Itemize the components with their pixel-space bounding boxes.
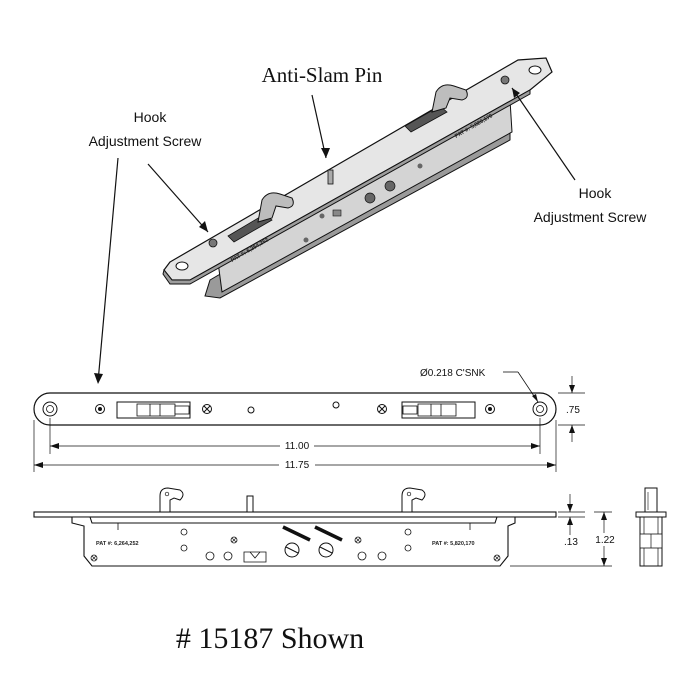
- hook-screw-right-label-line2: Adjustment Screw: [534, 209, 648, 225]
- side-hook-adjust-screw-left: [282, 524, 313, 542]
- iso-hook-right: [431, 84, 468, 113]
- hole-spacing-value: 11.00: [285, 441, 310, 452]
- anti-slam-pin-label: Anti-Slam Pin: [262, 63, 383, 87]
- iso-end-hole-right: [528, 65, 542, 75]
- iso-anti-slam-pin: [327, 169, 334, 185]
- faceplate-hook-slot-right: [401, 401, 476, 419]
- countersink-dimension: Ø0.218 C'SNK: [420, 368, 486, 379]
- hook-screw-left-label-line2: Adjustment Screw: [89, 133, 203, 149]
- product-caption: # 15187 Shown: [176, 622, 364, 655]
- side-patent-left: PAT #: 6,264,252: [96, 541, 139, 547]
- height-dimension: .75: [558, 376, 585, 442]
- faceplate-thickness-value: .13: [564, 537, 578, 548]
- total-depth-value: 1.22: [595, 535, 615, 546]
- side-hook-right: [401, 487, 426, 513]
- isometric-lock-view: PAT #: 6,264,252 PAT #: 5,820,170: [162, 57, 553, 299]
- iso-hook-adjust-screw-right: [500, 75, 510, 85]
- hook-screw-left-label-line1: Hook: [134, 109, 168, 125]
- depth-dimensions: .13 1.22: [510, 494, 618, 567]
- hook-screw-right-leader: [511, 87, 576, 181]
- faceplate-front-view: [33, 392, 557, 426]
- anti-slam-pin-leader: [311, 94, 327, 159]
- hook-screw-left-leader: [147, 163, 209, 233]
- iso-end-hole-left: [175, 261, 189, 271]
- end-view: [635, 487, 667, 567]
- faceplate-height-value: .75: [566, 405, 580, 416]
- side-hook-adjust-screw-right: [314, 524, 345, 542]
- side-anti-slam-pin: [246, 495, 254, 513]
- overall-length-value: 11.75: [285, 460, 310, 471]
- faceplate-end-hole-left: [42, 401, 58, 417]
- iso-hook-adjust-screw-left: [208, 238, 218, 248]
- overall-length-dimension: 11.75: [33, 420, 557, 472]
- hook-screw-right-label-line1: Hook: [579, 185, 613, 201]
- faceplate-hook-slot-left: [116, 401, 191, 419]
- side-hook-left: [159, 487, 184, 513]
- side-patent-right: PAT #: 5,820,170: [432, 541, 475, 547]
- iso-hook-left: [257, 192, 294, 223]
- side-view: PAT #: 6,264,252 PAT #: 5,820,170: [33, 487, 557, 567]
- hole-spacing-dimension: 11.00: [49, 418, 541, 454]
- faceplate-end-hole-right: [532, 401, 548, 417]
- faceplate-leader: [97, 157, 119, 383]
